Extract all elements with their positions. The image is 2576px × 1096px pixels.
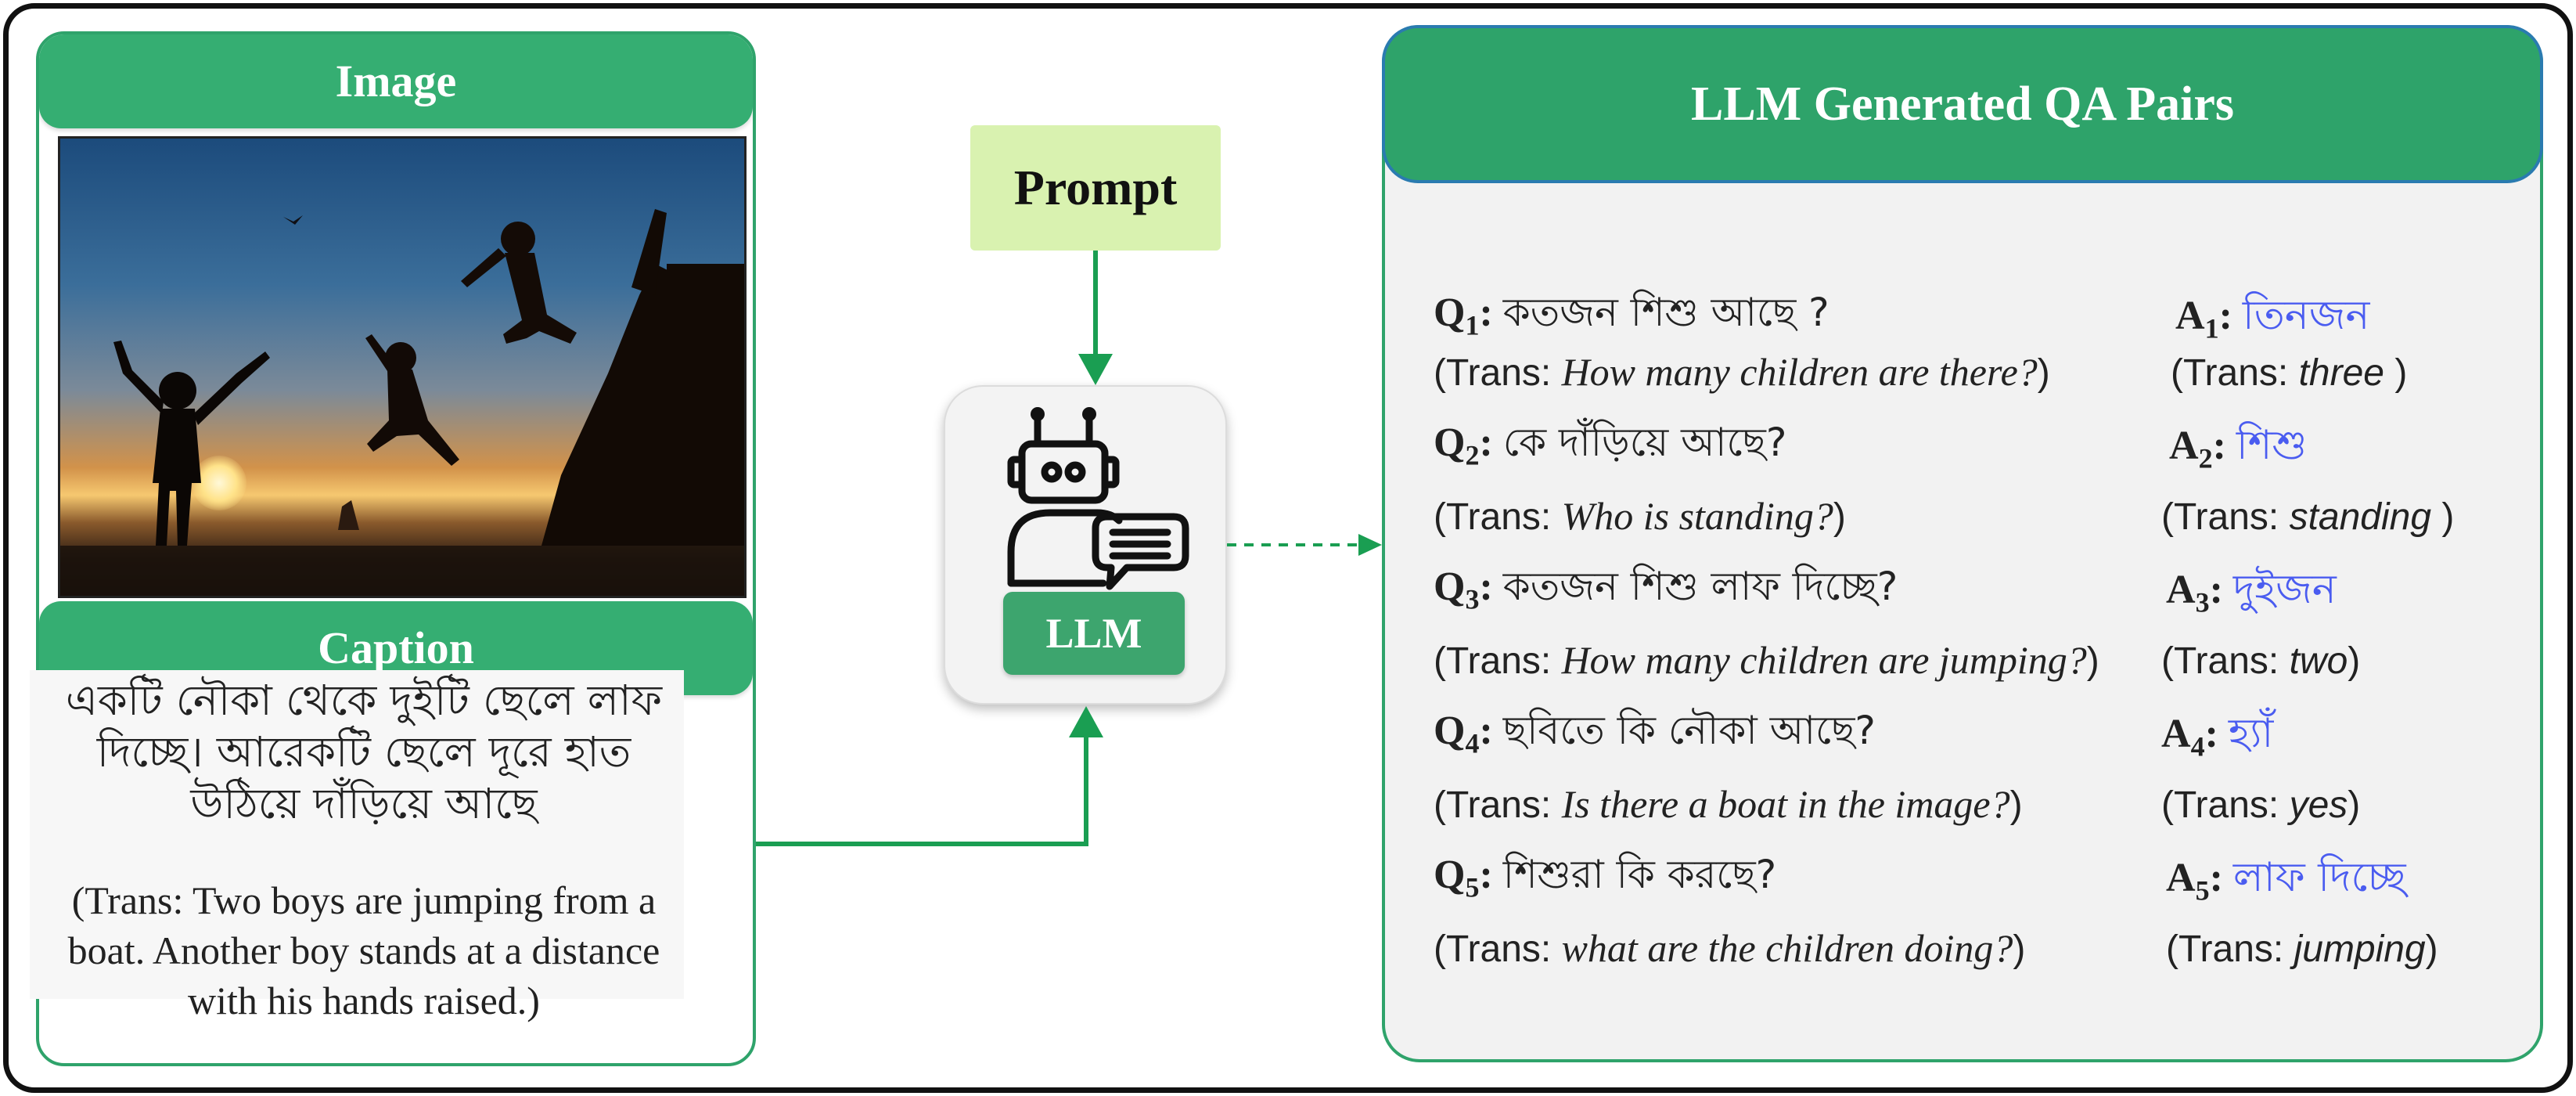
llm-label: LLM [1003, 592, 1185, 675]
silhouettes [60, 209, 744, 596]
question-2-translation: (Trans: Who is standing?) [1434, 494, 1846, 538]
caption-background [30, 670, 684, 999]
answer-2: A2: শিশু [2169, 413, 2307, 481]
caption-translation-line: (Trans: Two boys are jumping from a [71, 878, 657, 922]
answer-label: A4: [2161, 712, 2229, 763]
question-label: Q5: [1434, 853, 1503, 903]
image-header: Image [39, 34, 753, 128]
answer-bengali: শিশু [2236, 422, 2308, 469]
answer-label: A5: [2166, 856, 2233, 907]
answer-bengali: হ্যাঁ [2228, 710, 2274, 757]
qa-panel [1382, 25, 2543, 1062]
sample-photo [58, 136, 747, 598]
question-label: Q4: [1434, 708, 1503, 759]
jumping-boy-silhouette [365, 334, 459, 466]
caption-bengali-line: দিচ্ছে। আরেকটি ছেলে দূরে হাত [96, 727, 631, 777]
jumping-boy-silhouette-2 [461, 222, 577, 344]
answer-4: A4: হ্যাঁ [2161, 701, 2273, 770]
question-4-translation: (Trans: Is there a boat in the image?) [1434, 782, 2023, 826]
qa-header: LLM Generated QA Pairs [1382, 25, 2543, 183]
caption-translation-line: with his hands raised.) [188, 979, 540, 1022]
robot-chat-icon [1007, 407, 1189, 590]
question-2: Q2: কে দাঁড়িয়ে আছে? [1434, 413, 1786, 478]
question-bengali: কতজন শিশু লাফ দিচ্ছে? [1502, 564, 1898, 609]
caption-bengali: একটি নৌকা থেকে দুইটি ছেলে লাফ দিচ্ছে। আর… [39, 675, 689, 830]
question-bengali: ছবিতে কি নৌকা আছে? [1502, 708, 1876, 753]
answer-5-translation: (Trans: jumping) [2166, 928, 2438, 970]
question-bengali: কে দাঁড়িয়ে আছে? [1502, 420, 1787, 465]
boat-silhouette [541, 209, 744, 546]
question-1: Q1: কতজন শিশু আছে ? [1434, 283, 1829, 348]
question-label: Q2: [1434, 420, 1503, 471]
answer-label: A1: [2175, 294, 2243, 344]
question-3-translation: (Trans: How many children are jumping?) [1434, 638, 2099, 682]
question-5-translation: (Trans: what are the children doing?) [1434, 926, 2026, 970]
answer-1-translation: (Trans: three ) [2171, 352, 2408, 394]
question-label: Q1: [1434, 290, 1503, 341]
question-5: Q5: শিশুরা কি করছে? [1434, 845, 1776, 910]
answer-label: A3: [2166, 568, 2233, 618]
answer-bengali: লাফ দিচ্ছে [2232, 854, 2406, 901]
question-4: Q4: ছবিতে কি নৌকা আছে? [1434, 701, 1876, 766]
question-3: Q3: কতজন শিশু লাফ দিচ্ছে? [1434, 557, 1898, 622]
caption-translation-line: boat. Another boy stands at a distance [67, 928, 660, 972]
answer-5: A5: লাফ দিচ্ছে [2166, 845, 2406, 914]
question-bengali: কতজন শিশু আছে ? [1502, 290, 1829, 335]
question-bengali: শিশুরা কি করছে? [1502, 852, 1777, 897]
answer-3-translation: (Trans: two) [2161, 640, 2361, 682]
answer-label: A2: [2169, 424, 2236, 474]
answer-1: A1: তিনজন [2175, 283, 2369, 352]
caption-bengali-line: একটি নৌকা থেকে দুইটি ছেলে লাফ [65, 676, 663, 725]
answer-bengali: তিনজন [2242, 292, 2370, 339]
answer-4-translation: (Trans: yes) [2161, 784, 2361, 826]
answer-bengali: দুইজন [2232, 566, 2337, 613]
caption-bengali-line: উঠিয়ে দাঁড়িয়ে আছে [190, 779, 538, 828]
standing-boy-silhouette [113, 341, 270, 546]
answer-3: A3: দুইজন [2166, 557, 2337, 626]
question-1-translation: (Trans: How many children are there?) [1434, 350, 2050, 394]
caption-translation: (Trans: Two boys are jumping from a boat… [39, 875, 689, 1026]
question-label: Q3: [1434, 564, 1503, 615]
answer-2-translation: (Trans: standing ) [2161, 496, 2455, 538]
prompt-box: Prompt [970, 125, 1221, 251]
